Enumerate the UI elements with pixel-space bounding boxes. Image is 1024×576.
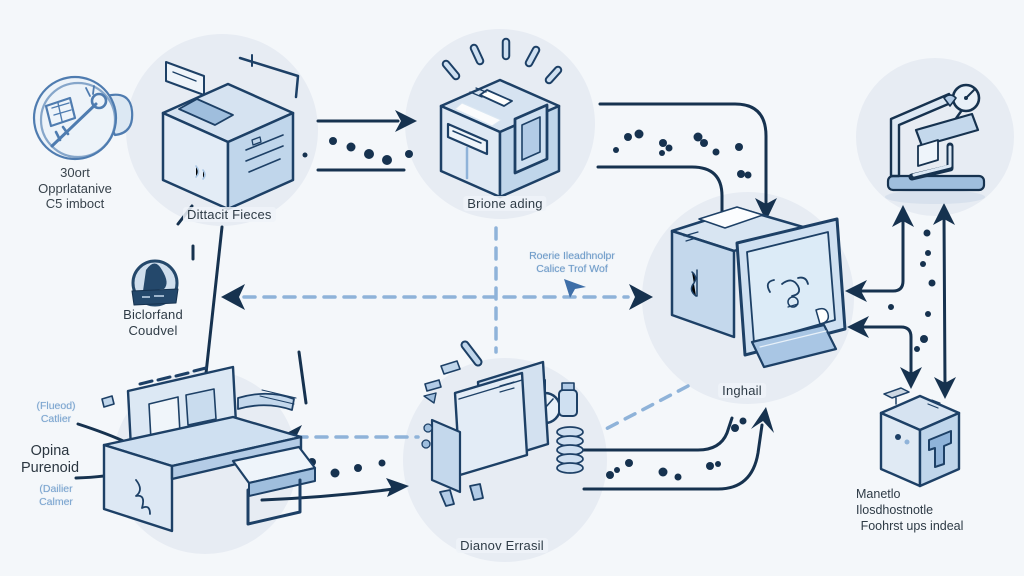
printer-machine-icon <box>101 365 317 533</box>
label-sketch: 30ort Opprlatanive C5 imboct <box>38 165 112 211</box>
label-inghail: Inghail <box>718 383 766 398</box>
parts-cube-icon <box>161 54 300 211</box>
label-badge: Biclorfand Coudvel <box>123 307 183 338</box>
cursor-icon <box>564 279 586 298</box>
label-printer-bottom: (Dailier Calmer <box>39 483 73 508</box>
label-dianov: Dianov Errasil <box>456 538 548 553</box>
shining-box-icon <box>439 37 563 199</box>
label-printer-top: (Flueod) Catlier <box>36 400 76 425</box>
assembly-machine-icon <box>421 340 584 507</box>
badge-stamp-icon <box>131 259 179 307</box>
label-crate: Manetlo Ilosdhostnotle Foohrst ups indea… <box>856 487 964 533</box>
connector-dashed-lines <box>242 226 690 439</box>
label-center-note: Roerie Ileadhnolpr Calice Trof Wof <box>529 250 615 275</box>
label-printer-mid: Opina Purenoid <box>20 443 80 476</box>
monitor-box-icon <box>670 206 847 369</box>
label-branding: Brione ading <box>463 196 547 211</box>
crate-cube-icon <box>879 387 961 488</box>
press-machine-icon <box>885 83 986 204</box>
sketch-key-stamp-icon <box>32 75 134 161</box>
label-pieces: Dittacit Fieces <box>183 207 276 222</box>
